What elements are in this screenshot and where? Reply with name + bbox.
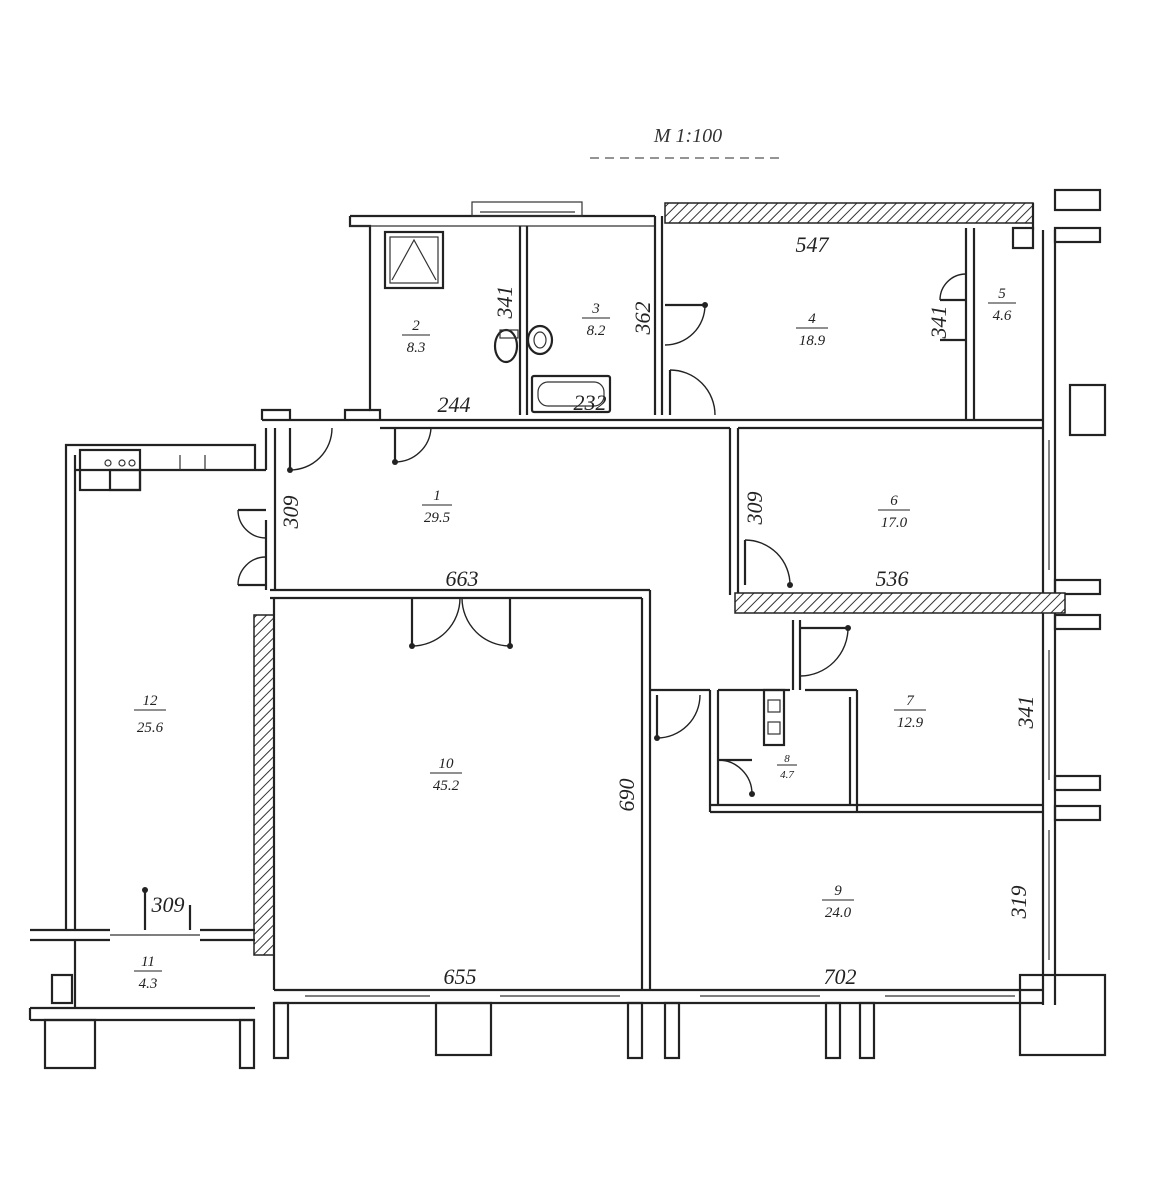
room-area: 25.6	[137, 720, 164, 736]
room-7-label: 7 12.9	[894, 693, 926, 731]
room-number: 11	[141, 954, 155, 970]
doors	[142, 273, 967, 930]
dim-room11-width: 309	[151, 892, 185, 917]
room-labels: 1 29.5 2 8.3 3 8.2 4 18.9 5 4.6 6 17.0	[134, 286, 1016, 992]
dim-room3-width: 232	[574, 390, 607, 415]
hatched-wall-mid	[734, 592, 1066, 614]
dim-room2-height: 341	[492, 286, 517, 320]
washbasin	[526, 324, 554, 356]
room-area: 12.9	[897, 715, 924, 731]
room-number: 2	[412, 318, 420, 334]
hatched-wall-left	[253, 614, 275, 956]
dim-room5-height: 341	[926, 306, 951, 340]
dimensions: 547 341 362 244 232 341 309 309 663 5 3 6 …	[151, 232, 1039, 989]
room-number: 4	[808, 311, 816, 327]
dim-room6-height: 309	[742, 492, 767, 526]
room-5-label: 5 4.6	[988, 286, 1016, 324]
dim-room4-width: 547	[796, 232, 830, 257]
room-area: 8.2	[587, 323, 606, 339]
hatched-wall-top	[664, 202, 1034, 224]
room-area: 24.0	[825, 905, 852, 921]
room-4-label: 4 18.9	[796, 311, 828, 349]
room-number: 6	[890, 493, 898, 509]
room-11-label: 11 4.3	[134, 954, 162, 992]
dim-room3-height: 362	[630, 302, 655, 336]
room-number: 5	[998, 286, 1006, 302]
room-2-label: 2 8.3	[402, 318, 430, 356]
room-area: 18.9	[799, 333, 826, 349]
dim-room10-width-bottom: 655	[444, 964, 477, 989]
room-10-label: 10 45.2	[430, 756, 462, 794]
fixtures	[383, 201, 1035, 747]
room-area: 4.3	[139, 976, 158, 992]
room-3-label: 3 8.2	[582, 301, 610, 339]
room-area: 29.5	[424, 510, 451, 526]
room-number: 12	[143, 693, 159, 709]
room-9-label: 9 24.0	[822, 883, 854, 921]
room-6-label: 6 17.0	[878, 493, 910, 531]
room-number: 7	[906, 693, 915, 709]
room-number: 9	[834, 883, 842, 899]
dim-room7-height: 341	[1013, 696, 1038, 730]
scale-label: M 1:100	[653, 125, 722, 147]
toilet	[493, 328, 519, 364]
dim-corridor-244: 244	[438, 392, 471, 417]
room-area: 8.3	[407, 340, 426, 356]
bathtub	[530, 374, 612, 414]
room-number: 8	[784, 753, 790, 765]
room-area: 4.7	[780, 769, 794, 781]
room-area: 45.2	[433, 778, 460, 794]
room-number: 1	[433, 488, 441, 504]
room-number: 3	[591, 301, 600, 317]
shower-tray	[383, 230, 445, 290]
dim-room6-width: 536	[876, 566, 909, 591]
dim-room9-width: 702	[824, 964, 857, 989]
room-area: 4.6	[993, 308, 1012, 324]
room-12-label: 12 25.6	[134, 693, 166, 736]
dim-hall-height: 309	[278, 496, 303, 530]
room-8-label: 8 4.7	[777, 753, 797, 781]
room-1-label: 1 29.5	[422, 488, 452, 526]
dim-room10-height: 690	[614, 779, 639, 812]
dim-room9-height: 319	[1006, 886, 1031, 920]
dim-room10-width-top: 663	[446, 566, 479, 591]
room-area: 17.0	[881, 515, 908, 531]
walls	[28, 188, 1107, 1070]
room-number: 10	[439, 756, 455, 772]
